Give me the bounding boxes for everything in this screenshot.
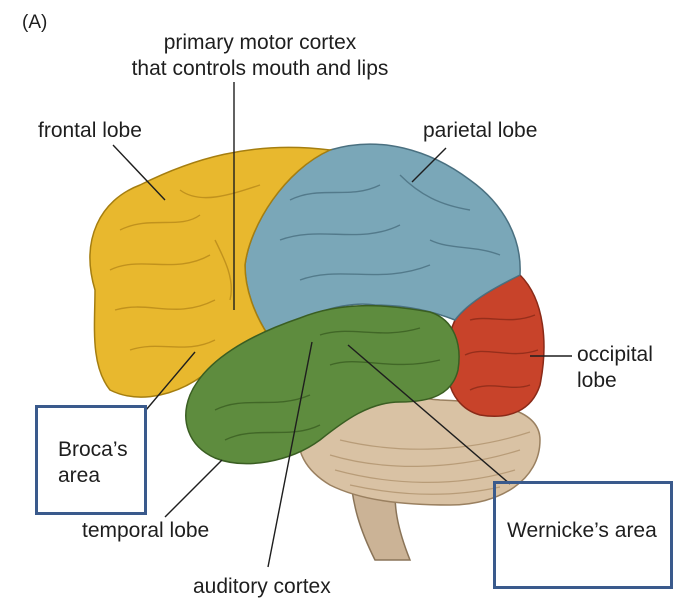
wernicke-label: Wernicke’s area: [507, 519, 657, 542]
motor-cortex-label-line2: that controls mouth and lips: [131, 57, 389, 80]
parietal-lobe-label: parietal lobe: [423, 119, 538, 142]
occipital-lobe-label-line2: lobe: [577, 369, 617, 392]
panel-label: (A): [22, 12, 48, 33]
frontal-lobe-label: frontal lobe: [38, 119, 142, 142]
leader-lines: [112, 82, 572, 568]
broca-label-line1: Broca’s: [58, 438, 128, 461]
temporal-lobe-leader: [164, 459, 223, 518]
broca-leader: [145, 351, 196, 411]
parietal-lobe-leader: [411, 147, 447, 183]
wernicke-highlight-box: [493, 481, 673, 589]
broca-highlight-box: [35, 405, 147, 515]
occipital-lobe-label-line1: occipital: [577, 343, 653, 366]
auditory-cortex-leader: [267, 341, 313, 568]
frontal-lobe-leader: [112, 144, 166, 201]
motor-cortex-label-line1: primary motor cortex: [163, 31, 357, 54]
temporal-lobe-label: temporal lobe: [82, 519, 210, 542]
cerebellum-folds: [329, 431, 531, 495]
wernicke-leader: [347, 344, 511, 485]
broca-label-line2: area: [58, 464, 101, 487]
auditory-cortex-label: auditory cortex: [193, 575, 331, 598]
temporal-lobe: [185, 304, 460, 465]
